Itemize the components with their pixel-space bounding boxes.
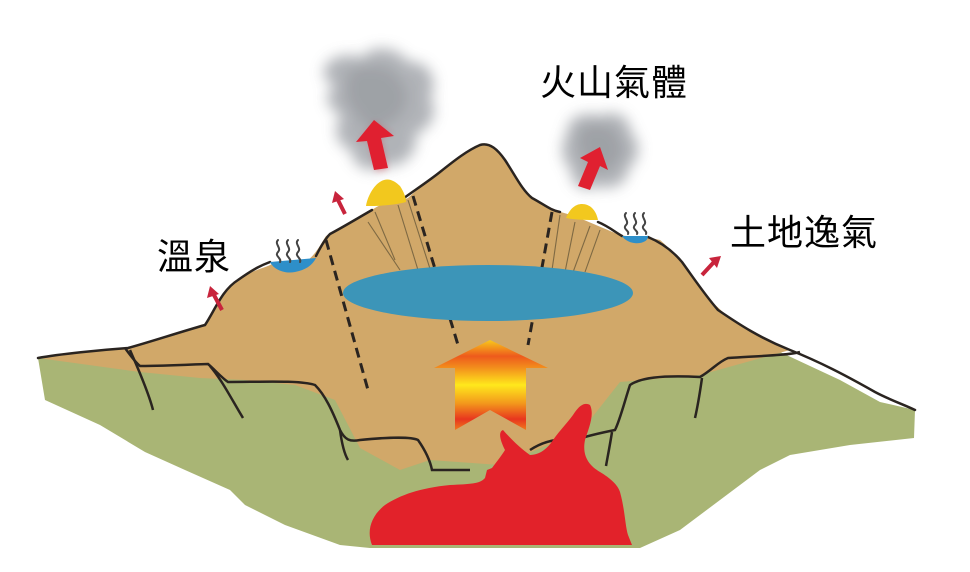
soil-gas-arrows [207,191,721,311]
layer-boundary-left [123,347,470,472]
gas-plume-left [323,48,435,170]
gas-arrow-left-shape [356,120,394,170]
surface-outline [36,143,917,412]
label-volcanic-gas: 火山氣體 [540,63,689,104]
gas-arrow-right-shape [578,147,608,190]
small-arrow-icon [700,256,721,277]
heat-arrow [434,340,548,430]
steam-icon-left [275,239,302,263]
magma-body [369,403,632,545]
fumarole-deposit-right [566,204,598,220]
fumarole-deposit-left [366,179,406,206]
steam-icon-right [623,212,648,235]
label-soil-degassing: 土地逸氣 [730,213,879,254]
small-arrow-icon [207,286,224,311]
label-hot-spring: 溫泉 [157,237,232,278]
bedrock-faults [128,349,704,467]
hydrothermal-reservoir [343,265,633,321]
hot-spring-pool-left [270,258,316,273]
fractures [367,199,601,276]
small-arrow-icon [332,191,347,215]
hot-spring-pool-right [622,236,648,244]
